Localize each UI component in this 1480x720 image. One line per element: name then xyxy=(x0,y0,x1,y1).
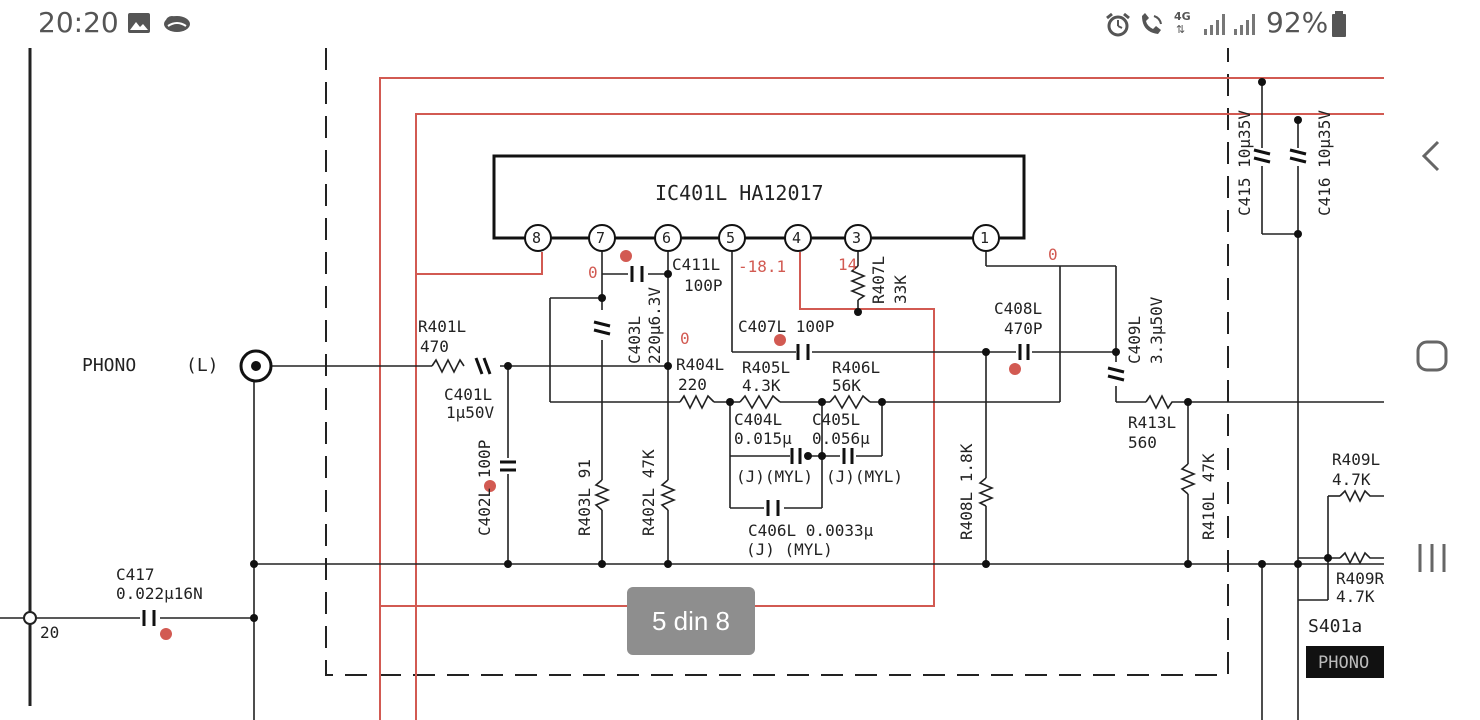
schematic-label: R404L xyxy=(676,355,724,374)
schematic-label: 4 xyxy=(792,229,801,247)
schematic-label: C405L xyxy=(812,410,860,429)
cloud-sync-icon xyxy=(164,16,190,32)
schematic-label: R409R xyxy=(1336,569,1384,588)
schematic-label: R410L 47K xyxy=(1199,453,1218,540)
schematic-label: 20 xyxy=(40,623,59,642)
schematic-label: C411L xyxy=(672,255,720,274)
schematic-label: 220 xyxy=(678,375,707,394)
schematic-label: C404L xyxy=(734,410,782,429)
status-time: 20:20 xyxy=(38,6,119,39)
schematic-label: S401a xyxy=(1308,616,1362,637)
schematic-label: 0.015μ xyxy=(734,429,792,448)
navigation-bar xyxy=(1384,0,1480,720)
status-bar: 20:20 4G ⇅ 92% xyxy=(0,0,1384,48)
schematic-label: 4.7K xyxy=(1336,587,1375,606)
schematic-label: 8 xyxy=(532,229,541,247)
schematic-label: R413L xyxy=(1128,413,1176,432)
schematic-label: 0.056μ xyxy=(812,429,870,448)
battery-icon xyxy=(1332,11,1346,37)
schematic-label: C407L 100P xyxy=(738,317,834,336)
schematic-label: 33K xyxy=(891,275,910,304)
schematic-label: 0.022μ16N xyxy=(116,584,203,603)
home-icon[interactable] xyxy=(1412,336,1452,376)
schematic-label: R403L 91 xyxy=(575,459,594,536)
schematic-label: R402L 47K xyxy=(639,449,658,536)
schematic-label: C403L xyxy=(625,316,644,364)
schematic-label: 56K xyxy=(832,376,861,395)
phono-label: PHONO xyxy=(82,355,136,376)
schematic-label: (J)(MYL) xyxy=(826,467,903,486)
schematic-label: R401L xyxy=(418,317,466,336)
schematic-label: C415 10μ35V xyxy=(1235,110,1254,216)
gallery-icon xyxy=(128,13,150,33)
back-icon[interactable] xyxy=(1412,136,1452,176)
schematic-label: 3 xyxy=(852,229,861,247)
schematic-label: 470P xyxy=(1004,319,1043,338)
schematic-label: R406L xyxy=(832,358,880,377)
schematic-label: 3.3μ50V xyxy=(1147,296,1166,364)
schematic-label: R408L 1.8K xyxy=(957,443,976,540)
network-type: 4G xyxy=(1174,10,1191,23)
schematic-label: -18.1 xyxy=(738,257,786,276)
alarm-icon xyxy=(1106,12,1130,37)
schematic-label: 560 xyxy=(1128,433,1157,452)
schematic-label: 470 xyxy=(420,337,449,356)
schematic-label: 220μ6.3V xyxy=(645,287,664,364)
signal-icon-2 xyxy=(1234,14,1255,35)
schematic-label: 0 xyxy=(1048,245,1058,264)
schematic-label: 0 xyxy=(588,263,598,282)
channel-label: (L) xyxy=(186,355,219,376)
schematic-label: 14 xyxy=(838,255,857,274)
schematic-label: R409L xyxy=(1332,450,1380,469)
battery-percent: 92% xyxy=(1266,6,1329,39)
schematic-label: 100P xyxy=(684,276,723,295)
schematic-label: 6 xyxy=(662,229,671,247)
schematic-label: C408L xyxy=(994,299,1042,318)
schematic-label: C402L 100P xyxy=(475,440,494,536)
schematic-label: 7 xyxy=(596,229,605,247)
schematic-label: (J)(MYL) xyxy=(736,467,813,486)
schematic-label: 4.7K xyxy=(1332,470,1371,489)
ic-title: IC401L HA12017 xyxy=(655,181,824,205)
wifi-call-icon xyxy=(1142,13,1162,34)
schematic-label: C406L 0.0033μ xyxy=(748,521,874,540)
schematic-label: 4.3K xyxy=(742,376,781,395)
schematic-label: PHONO xyxy=(1318,653,1369,673)
schematic-label: C417 xyxy=(116,565,155,584)
schematic-label: C409L xyxy=(1125,316,1144,364)
schematic-image[interactable]: IC401L HA12017 8 7 6 5 4 3 1 PHONO (L) 0… xyxy=(0,0,1384,720)
recent-apps-icon[interactable] xyxy=(1412,538,1452,578)
data-arrows-icon: ⇅ xyxy=(1176,23,1186,36)
schematic-label: 1 xyxy=(980,229,989,247)
schematic-label: C401L xyxy=(444,385,492,404)
schematic-label: C416 10μ35V xyxy=(1315,110,1334,216)
page-indicator-toast: 5 din 8 xyxy=(627,587,755,655)
schematic-label: R407L xyxy=(869,256,888,304)
schematic-label: R405L xyxy=(742,358,790,377)
schematic-label: 0 xyxy=(680,329,690,348)
schematic-label: (J) (MYL) xyxy=(746,540,833,559)
schematic-label: 5 xyxy=(726,229,735,247)
schematic-label: 1μ50V xyxy=(446,403,495,422)
signal-icon xyxy=(1204,14,1225,35)
